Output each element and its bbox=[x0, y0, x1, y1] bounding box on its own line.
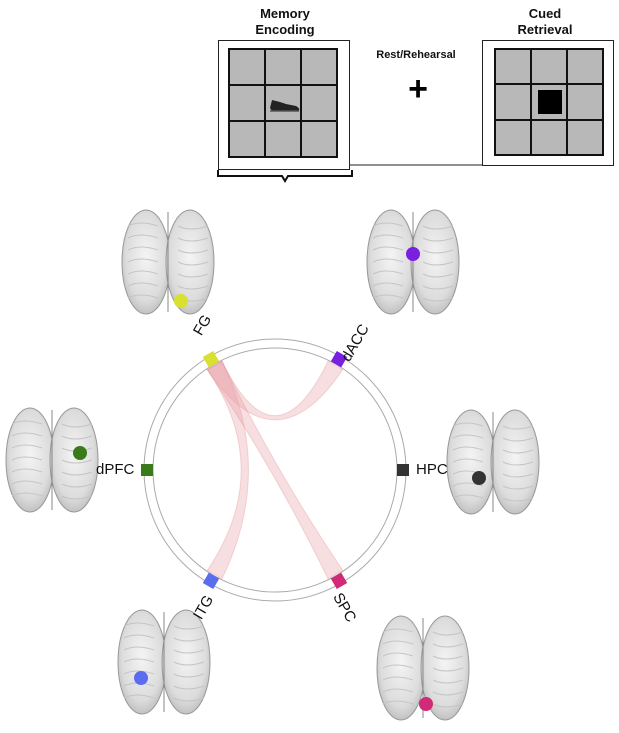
retrieval-title-line1: Cued bbox=[528, 6, 562, 21]
grid-cell bbox=[302, 86, 336, 120]
fixation-cross: + bbox=[408, 70, 428, 108]
roi-dot-ITG bbox=[134, 671, 148, 685]
connection-FG-ITG bbox=[206, 360, 249, 580]
retrieval-title: Cued Retrieval bbox=[505, 6, 585, 38]
brain-dACC bbox=[366, 209, 460, 315]
node-label-dpfc: dPFC bbox=[96, 461, 135, 478]
roi-dot-HPC bbox=[472, 471, 486, 485]
connection-FG-SPC bbox=[206, 360, 344, 580]
node-marker-dPFC bbox=[141, 464, 153, 476]
grid-cell-cue bbox=[532, 85, 566, 119]
connection-FG-dACC bbox=[206, 360, 344, 421]
grid-cell bbox=[532, 120, 566, 154]
shoe-icon bbox=[270, 100, 300, 112]
brain-ITG bbox=[117, 609, 211, 715]
roi-dot-SPC bbox=[419, 697, 433, 711]
grid-cell bbox=[266, 50, 300, 84]
node-marker-HPC bbox=[397, 464, 409, 476]
grid-cell bbox=[496, 120, 530, 154]
node-marker-ITG bbox=[202, 572, 220, 590]
encoding-title: Memory Encoding bbox=[240, 6, 330, 38]
encoding-title-line2: Encoding bbox=[255, 22, 315, 37]
retrieval-grid bbox=[494, 48, 604, 156]
grid-cell bbox=[302, 122, 336, 156]
roi-dot-dACC bbox=[406, 247, 420, 261]
cue-square bbox=[538, 90, 562, 115]
grid-cell bbox=[496, 85, 530, 119]
grid-cell-shoe bbox=[266, 86, 300, 120]
roi-dot-FG bbox=[174, 294, 188, 308]
grid-cell bbox=[568, 85, 602, 119]
connection-ribbons bbox=[206, 360, 344, 580]
brain-HPC bbox=[446, 409, 540, 515]
brain-FG bbox=[121, 209, 215, 315]
node-label-hpc: HPC bbox=[416, 461, 448, 478]
node-marker-dACC bbox=[330, 350, 348, 368]
brain-images bbox=[5, 209, 540, 721]
grid-cell bbox=[230, 50, 264, 84]
grid-cell bbox=[496, 50, 530, 84]
brain-dPFC bbox=[5, 407, 99, 513]
grid-cell bbox=[568, 50, 602, 84]
roi-dot-dPFC bbox=[73, 446, 87, 460]
node-marker-FG bbox=[202, 350, 220, 368]
retrieval-title-line2: Retrieval bbox=[517, 22, 573, 37]
rest-label: Rest/Rehearsal bbox=[376, 49, 456, 61]
grid-cell bbox=[230, 86, 264, 120]
encoding-title-line1: Memory bbox=[260, 6, 310, 21]
brain-SPC bbox=[376, 615, 470, 721]
grid-cell bbox=[568, 120, 602, 154]
grid-cell bbox=[230, 122, 264, 156]
encoding-grid bbox=[228, 48, 338, 158]
grid-cell bbox=[532, 50, 566, 84]
grid-cell bbox=[266, 122, 300, 156]
node-markers bbox=[141, 350, 409, 590]
node-marker-SPC bbox=[330, 572, 348, 590]
grid-cell bbox=[302, 50, 336, 84]
